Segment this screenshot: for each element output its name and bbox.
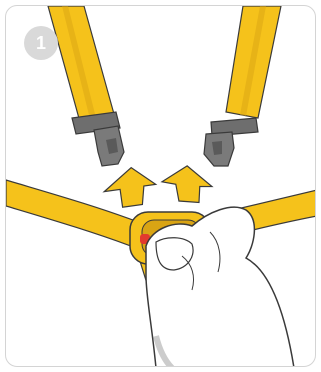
hand-icon xyxy=(146,207,294,367)
instruction-panel: 1 xyxy=(5,5,316,367)
right-shoulder-strap xyxy=(226,6,281,118)
harness-illustration xyxy=(6,6,316,367)
step-number-badge: 1 xyxy=(24,26,58,60)
right-buckle-tongue xyxy=(204,118,258,166)
left-up-arrow xyxy=(101,165,158,210)
left-shoulder-strap xyxy=(48,6,114,122)
left-buckle-tongue xyxy=(72,112,124,166)
right-up-arrow xyxy=(159,162,214,206)
